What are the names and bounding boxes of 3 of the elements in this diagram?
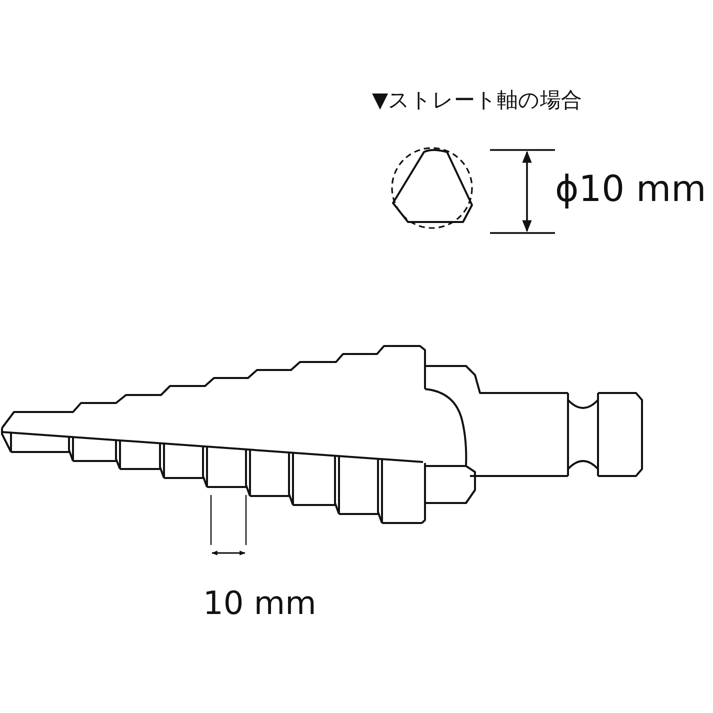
dimension-label: 10 mm [203,587,316,619]
dimension-label: ϕ10 mm [555,172,706,208]
caption: ▼ストレート軸の場合 [372,90,582,111]
